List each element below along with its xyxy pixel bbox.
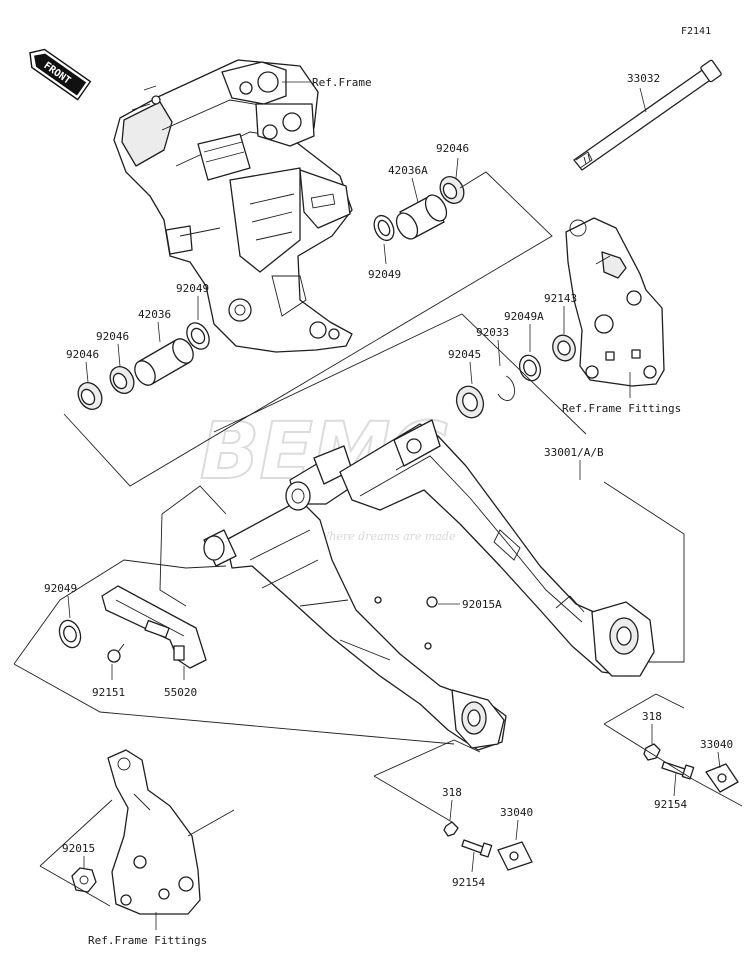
part-92049-top-label: 92049 (368, 268, 401, 281)
frame-fitting-left (107, 749, 201, 915)
frame-fitting-right (565, 217, 665, 387)
adjuster-bolt-92154-mid (461, 839, 493, 858)
seal-92049-top (373, 214, 395, 242)
part-33040-right-label: 33040 (700, 738, 733, 751)
part-92045-label: 92045 (448, 348, 481, 361)
collar-42036A (395, 194, 448, 240)
ref-frame-fittings-right-label: Ref.Frame Fittings (562, 402, 681, 415)
seal-92049A (518, 354, 542, 382)
part-92015-label: 92015 (62, 842, 95, 855)
frame-illustration (113, 59, 353, 353)
adjuster-block-33040-right (705, 763, 739, 793)
collar-42036 (134, 338, 194, 386)
part-92143-label: 92143 (544, 292, 577, 305)
nut-318-mid (443, 821, 459, 837)
part-92046-top-label: 92046 (436, 142, 469, 155)
part-92049A-label: 92049A (504, 310, 544, 323)
part-42036-label: 42036 (138, 308, 171, 321)
bearing-92045 (455, 385, 485, 419)
part-92151-label: 92151 (92, 686, 125, 699)
nut-92015 (71, 867, 97, 893)
seal-92049-bottom (58, 619, 82, 649)
part-92049-left-label: 92049 (176, 282, 209, 295)
part-33032-label: 33032 (627, 72, 660, 85)
part-92049-bottom-label: 92049 (44, 582, 77, 595)
part-33001-label: 33001/A/B (544, 446, 604, 459)
needle-bearing-92046-top (439, 176, 465, 204)
part-33040-mid-label: 33040 (500, 806, 533, 819)
part-92046-left-a-label: 92046 (96, 330, 129, 343)
adjuster-bolt-92154-right (661, 761, 695, 780)
part-92015A-label: 92015A (462, 598, 502, 611)
part-92046-left-b-label: 92046 (66, 348, 99, 361)
part-92154-right-label: 92154 (654, 798, 687, 811)
chain-slider-55020 (101, 585, 207, 669)
part-92154-mid-label: 92154 (452, 876, 485, 889)
swingarm-pivot-shaft (573, 59, 722, 171)
part-42036A-label: 42036A (388, 164, 428, 177)
part-318-mid-label: 318 (442, 786, 462, 799)
ref-frame-fittings-left-label: Ref.Frame Fittings (88, 934, 207, 947)
figure-code: F2141 (681, 26, 711, 37)
front-arrow-badge: FRONT (29, 48, 92, 101)
needle-bearing-92046-left-b (77, 382, 103, 410)
part-55020-label: 55020 (164, 686, 197, 699)
part-318-right-label: 318 (642, 710, 662, 723)
ref-frame-label: Ref.Frame (312, 76, 372, 89)
watermark-slogan: Where dreams are made (318, 530, 456, 543)
collar-92143 (552, 334, 576, 362)
seal-92049-left (186, 322, 210, 350)
screw-92151 (107, 643, 125, 663)
adjuster-block-33040-mid (497, 841, 533, 871)
circlip-92033 (497, 375, 515, 401)
needle-bearing-92046-left-a (109, 366, 135, 394)
swingarm-33001 (203, 419, 655, 751)
